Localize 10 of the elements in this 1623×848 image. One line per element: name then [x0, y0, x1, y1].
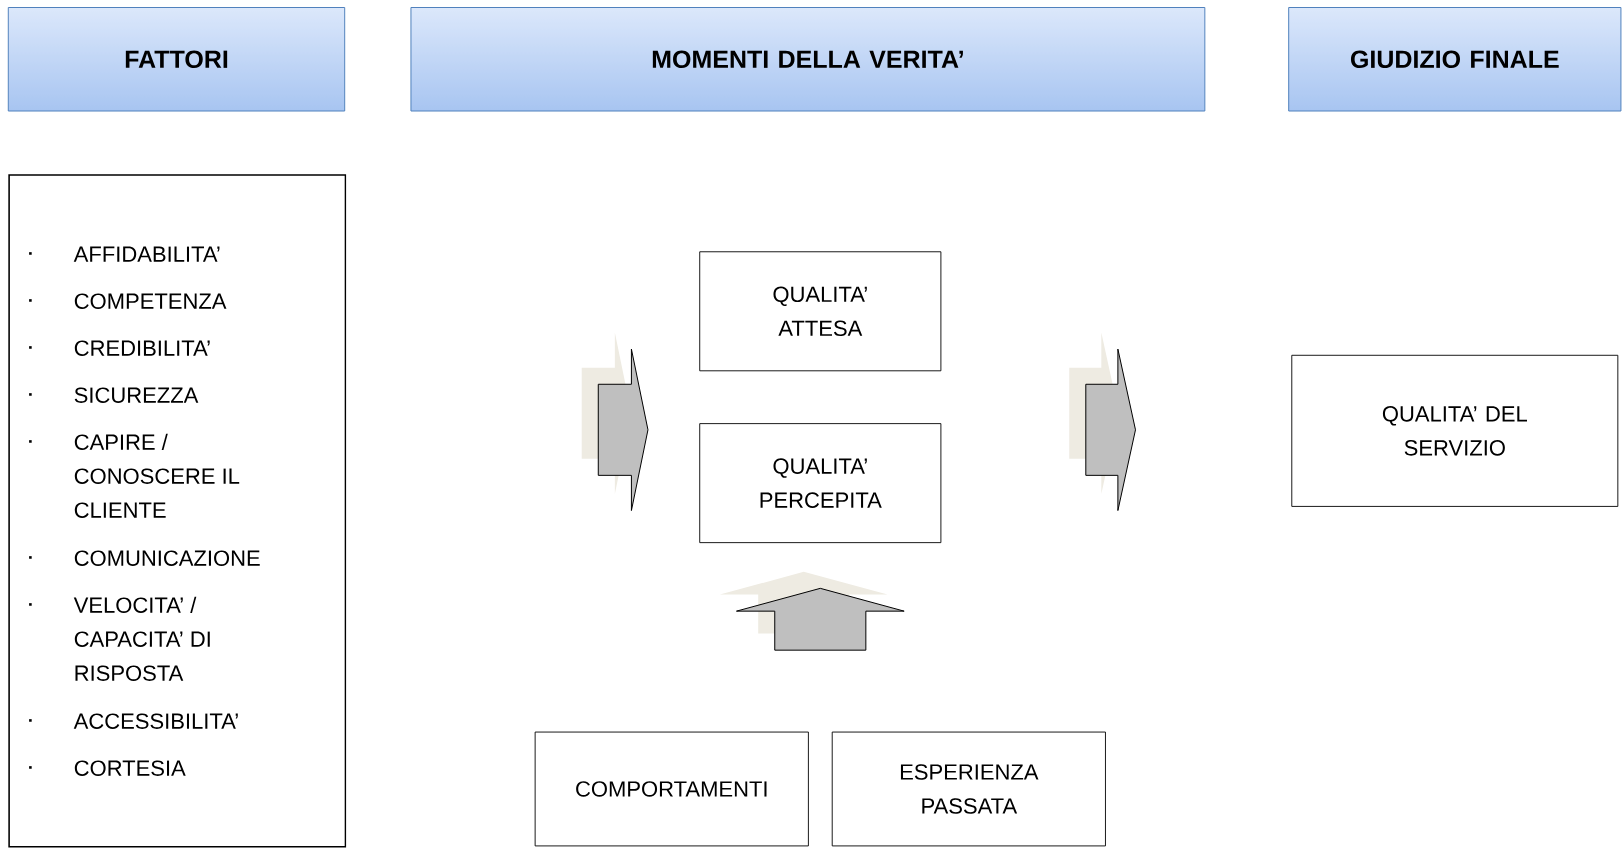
text-box: QUALITA’ ATTESA: [699, 251, 942, 372]
text-box: COMPORTAMENTI: [534, 731, 809, 847]
header-box: MOMENTI DELLA VERITA’: [410, 7, 1206, 112]
list-box: AFFIDABILITA’ COMPETENZA CREDIBILITA’ SICUREZZA CAPIRE / CONOSCERE IL CLIENTE COMUNICAZIONE VELOCITA’ / CAPACITA’ DI RISPOSTA ACCESSIBILITA’ CORTESIA: [8, 174, 347, 848]
text-box: QUALITA’ PERCEPITA: [699, 423, 942, 544]
text-box: ESPERIENZA PASSATA: [831, 731, 1106, 847]
block-arrow: [735, 587, 905, 651]
header-box: GIUDIZIO FINALE: [1288, 7, 1622, 112]
text-box: QUALITA’ DEL SERVIZIO: [1291, 354, 1619, 507]
header-box: FATTORI: [7, 7, 346, 112]
